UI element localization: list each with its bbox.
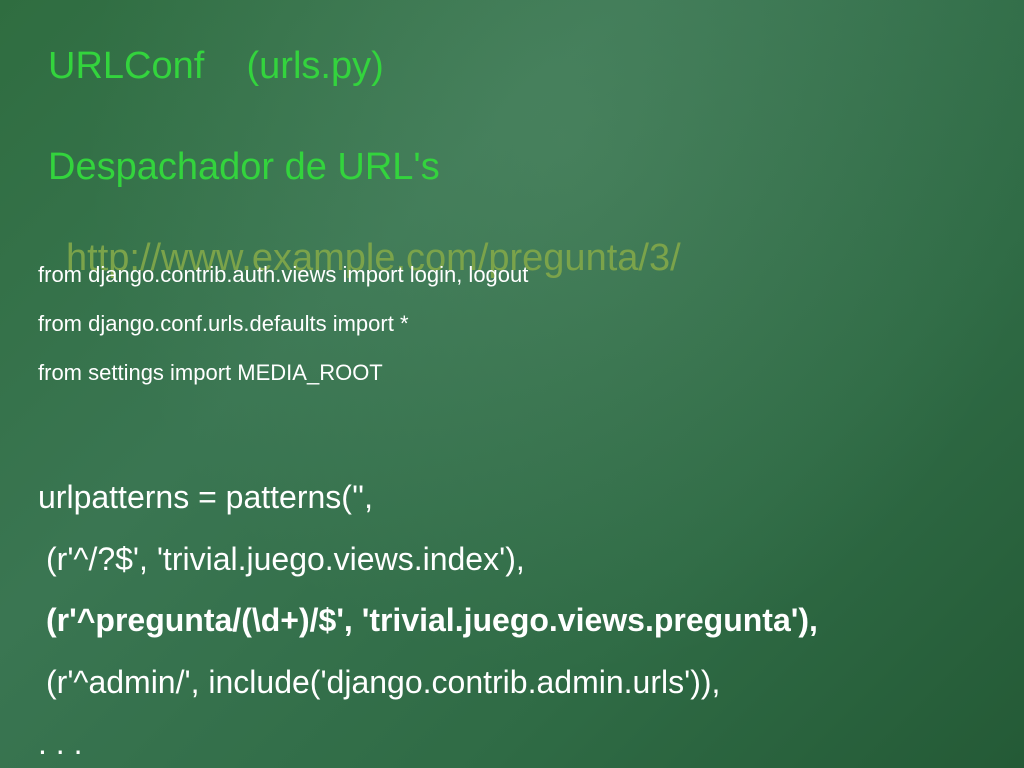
- code-line-index-pattern: (r'^/?$', 'trivial.juego.views.index'),: [46, 541, 525, 577]
- import-line-settings: from settings import MEDIA_ROOT: [38, 360, 383, 385]
- import-line-auth-views: from django.contrib.auth.views import lo…: [38, 262, 529, 287]
- code-ellipsis: . . .: [38, 725, 83, 761]
- code-line-urlpatterns: urlpatterns = patterns('',: [38, 479, 374, 515]
- slide-title-despachador: Despachador de URL's: [48, 146, 440, 188]
- slide-title-urlconf: URLConf (urls.py): [48, 45, 384, 87]
- import-line-url-defaults: from django.conf.urls.defaults import *: [38, 311, 409, 336]
- example-url: http://www.example.com/pregunta/3/: [66, 237, 681, 279]
- code-line-pregunta-pattern: (r'^pregunta/(\d+)/$', 'trivial.juego.vi…: [46, 602, 818, 638]
- code-line-admin-pattern: (r'^admin/', include('django.contrib.adm…: [46, 664, 721, 700]
